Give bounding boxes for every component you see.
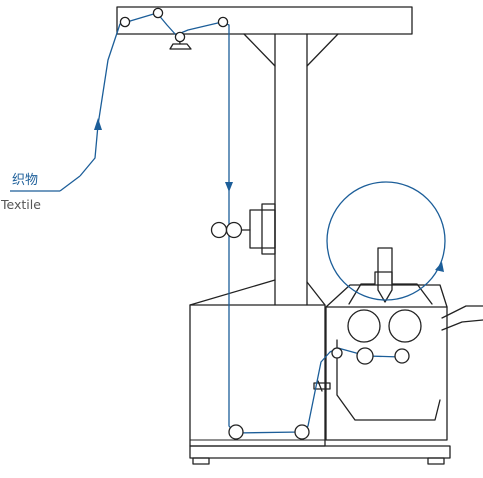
textile-thread — [79, 12, 402, 434]
main-column — [243, 33, 339, 306]
feed-chute — [348, 247, 433, 305]
entry-roller — [331, 347, 343, 359]
top-beam — [116, 6, 413, 35]
cabinet-handle — [313, 380, 331, 392]
thread-arrow-left — [94, 118, 102, 130]
pressure-roll-left — [347, 309, 381, 343]
drum-arrow — [435, 262, 444, 272]
guide-roller-top-center — [174, 31, 186, 43]
column-roller-right — [225, 221, 243, 239]
guide-roller-top-right — [217, 16, 229, 28]
processing-unit — [325, 284, 448, 441]
lower-roller-left — [356, 347, 374, 365]
guide-roller-top-left — [119, 16, 131, 28]
label-leader-diagonal — [59, 175, 81, 192]
textile-label-chinese: 织物 — [12, 173, 39, 188]
motor-hub — [239, 203, 276, 255]
bottom-roller-left — [228, 424, 244, 440]
pressure-roll-right — [388, 309, 422, 343]
take-up-drum — [326, 181, 446, 301]
guide-roller-top-mid — [152, 7, 164, 19]
base-plate — [189, 445, 451, 465]
textile-label-english: Textile — [1, 197, 41, 212]
output-arm — [441, 305, 483, 331]
base-cabinet — [189, 279, 326, 447]
lower-roller-right — [394, 348, 410, 364]
thread-arrow-down — [225, 182, 233, 192]
bottom-roller-right — [294, 424, 310, 440]
column-roller-left — [210, 221, 228, 239]
